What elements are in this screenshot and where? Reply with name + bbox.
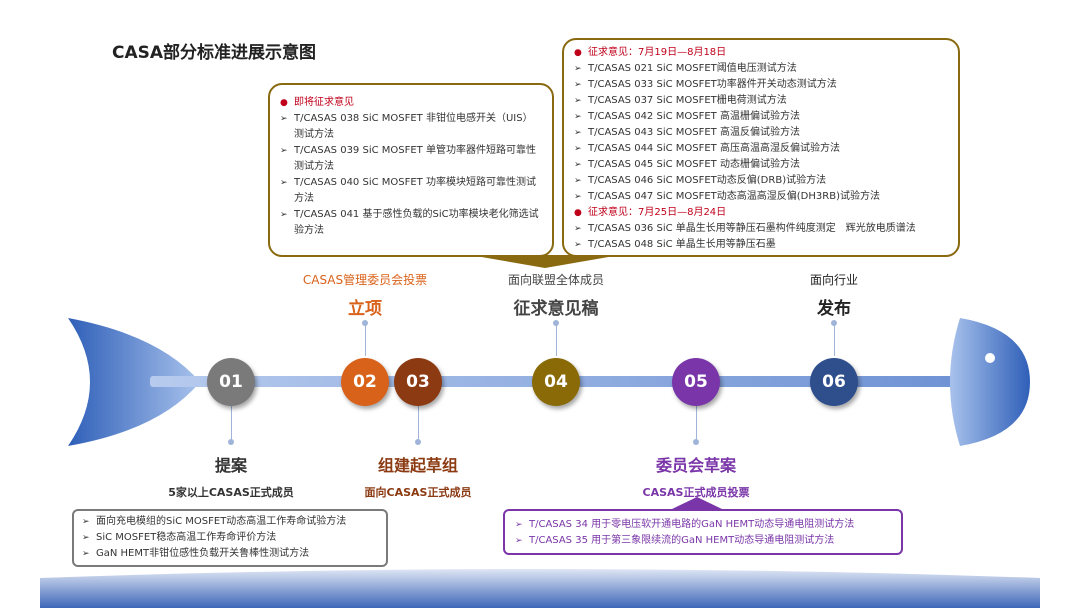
arrow-bullet-icon: ➢ (574, 192, 582, 202)
list-item: ➢T/CASAS 047 SiC MOSFET动态高温高湿反偏(DH3RB)试验… (572, 189, 950, 205)
connector-dot (831, 320, 837, 326)
stage-04-top-label: 面向联盟全体成员 征求意见稿 (456, 271, 656, 319)
list-item: ➢T/CASAS 043 SiC MOSFET 高温反偏试验方法 (572, 125, 950, 141)
arrow-bullet-icon: ➢ (280, 210, 288, 220)
connector-06 (834, 324, 835, 356)
stage-03-bottom-label: 组建起草组 面向CASAS正式成员 (308, 452, 528, 500)
connector-04 (556, 324, 557, 356)
list-item: ➢面向充电模组的SiC MOSFET动态高温工作寿命试验方法 (80, 514, 380, 530)
red-dot-icon: ● (280, 98, 288, 108)
page-title: CASA部分标准进展示意图 (112, 43, 317, 63)
list-item: ➢GaN HEMT非钳位感性负载开关鲁棒性测试方法 (80, 546, 380, 562)
list-item: ➢T/CASAS 044 SiC MOSFET 高压高温高湿反偏试验方法 (572, 141, 950, 157)
stage-01-sub: 5家以上CASAS正式成员 (168, 486, 294, 499)
proposal-standards-box: ➢面向充电模组的SiC MOSFET动态高温工作寿命试验方法 ➢SiC MOSF… (72, 509, 388, 567)
arrow-bullet-icon: ➢ (574, 240, 582, 250)
list-item: ➢T/CASAS 34 用于零电压软开通电路的GaN HEMT动态导通电阻测试方… (513, 517, 893, 533)
fish-head (950, 318, 1030, 446)
stage-03-sub: 面向CASAS正式成员 (364, 486, 472, 499)
arrow-bullet-icon: ➢ (280, 178, 288, 188)
arrow-bullet-icon: ➢ (574, 144, 582, 154)
stage-06-top-label: 面向行业 发布 (734, 271, 934, 319)
connector-01 (231, 406, 232, 442)
arrow-bullet-icon: ➢ (574, 176, 582, 186)
stage-02-sub: CASAS管理委员会投票 (302, 273, 428, 287)
list-item: ➢T/CASAS 042 SiC MOSFET 高温栅偏试验方法 (572, 109, 950, 125)
fish-eye (985, 353, 995, 363)
list-item: ➢T/CASAS 037 SiC MOSFET栅电荷测试方法 (572, 93, 950, 109)
list-item: ➢SiC MOSFET稳态高温工作寿命评价方法 (80, 530, 380, 546)
connector-02 (365, 324, 366, 356)
arrow-bullet-icon: ➢ (515, 520, 523, 530)
stage-02-circle: 02 (341, 358, 389, 406)
stage-05-circle: 05 (672, 358, 720, 406)
connector-dot (228, 439, 234, 445)
fish-tail (68, 318, 200, 446)
box-pointer-purple (672, 497, 722, 509)
arrow-bullet-icon: ➢ (574, 80, 582, 90)
arrow-bullet-icon: ➢ (82, 517, 90, 527)
arrow-bullet-icon: ➢ (82, 533, 90, 543)
stage-04-circle: 04 (532, 358, 580, 406)
red-dot-icon: ● (574, 208, 582, 218)
upcoming-header: ●即将征求意见 (278, 95, 542, 111)
arrow-bullet-icon: ➢ (515, 536, 523, 546)
stage-01-title: 提案 (214, 456, 247, 475)
arrow-bullet-icon: ➢ (574, 64, 582, 74)
list-item: ➢T/CASAS 021 SiC MOSFET阈值电压测试方法 (572, 61, 950, 77)
list-item: ➢T/CASAS 046 SiC MOSFET动态反偏(DRB)试验方法 (572, 173, 950, 189)
stage-04-title: 征求意见稿 (513, 299, 599, 319)
list-item: ➢T/CASAS 045 SiC MOSFET 动态栅偏试验方法 (572, 157, 950, 173)
committee-standards-box: ➢T/CASAS 34 用于零电压软开通电路的GaN HEMT动态导通电阻测试方… (503, 509, 903, 555)
list-item: ➢T/CASAS 040 SiC MOSFET 功率模块短路可靠性测试方法 (280, 177, 536, 204)
stage-04-sub: 面向联盟全体成员 (507, 273, 604, 287)
stage-05-title: 委员会草案 (655, 456, 736, 475)
arrow-bullet-icon: ➢ (574, 128, 582, 138)
comment-header-1: ●征求意见：7月19日—8月18日 (572, 45, 950, 61)
list-item: ➢T/CASAS 036 SiC 单晶生长用等静压石墨构件纯度测定 辉光放电质谱… (572, 221, 950, 237)
arrow-bullet-icon: ➢ (574, 96, 582, 106)
list-item: ➢T/CASAS 048 SiC 单晶生长用等静压石墨 (572, 237, 950, 253)
comment-standards-box: ●征求意见：7月19日—8月18日 ➢T/CASAS 021 SiC MOSFE… (562, 38, 960, 257)
stage-03-title: 组建起草组 (377, 456, 458, 475)
stage-05-bottom-label: 委员会草案 CASAS正式成员投票 (586, 452, 806, 500)
stage-01-circle: 01 (207, 358, 255, 406)
connector-dot (415, 439, 421, 445)
arrow-bullet-icon: ➢ (574, 224, 582, 234)
comment-header-2: ●征求意见：7月25日—8月24日 (572, 205, 950, 221)
list-item: ➢T/CASAS 038 SiC MOSFET 非钳位电感开关（UIS）测试方法 (280, 113, 533, 140)
stage-03-circle: 03 (394, 358, 442, 406)
arrow-bullet-icon: ➢ (574, 112, 582, 122)
list-item: ➢T/CASAS 033 SiC MOSFET功率器件开关动态测试方法 (572, 77, 950, 93)
connector-dot (693, 439, 699, 445)
stage-02-title: 立项 (348, 299, 382, 319)
list-item: ➢T/CASAS 35 用于第三象限续流的GaN HEMT动态导通电阻测试方法 (513, 533, 893, 549)
box-pointer (470, 255, 620, 268)
stage-02-top-label: CASAS管理委员会投票 立项 (265, 271, 465, 319)
stage-06-title: 发布 (817, 299, 851, 319)
arrow-bullet-icon: ➢ (82, 549, 90, 559)
arrow-bullet-icon: ➢ (280, 114, 288, 124)
connector-dot (553, 320, 559, 326)
stage-01-bottom-label: 提案 5家以上CASAS正式成员 (121, 452, 341, 500)
arrow-bullet-icon: ➢ (574, 160, 582, 170)
connector-dot (362, 320, 368, 326)
stage-05-sub: CASAS正式成员投票 (642, 486, 750, 499)
stage-06-circle: 06 (810, 358, 858, 406)
arrow-bullet-icon: ➢ (280, 146, 288, 156)
connector-03 (418, 406, 419, 442)
upcoming-standards-box: ●即将征求意见 ➢T/CASAS 038 SiC MOSFET 非钳位电感开关（… (268, 83, 554, 257)
list-item: ➢T/CASAS 041 基于感性负载的SiC功率模块老化筛选试验方法 (280, 209, 539, 236)
bottom-band (40, 569, 1040, 608)
connector-05 (696, 406, 697, 442)
stage-06-sub: 面向行业 (809, 273, 858, 287)
red-dot-icon: ● (574, 48, 582, 58)
list-item: ➢T/CASAS 039 SiC MOSFET 单管功率器件短路可靠性测试方法 (280, 145, 536, 172)
